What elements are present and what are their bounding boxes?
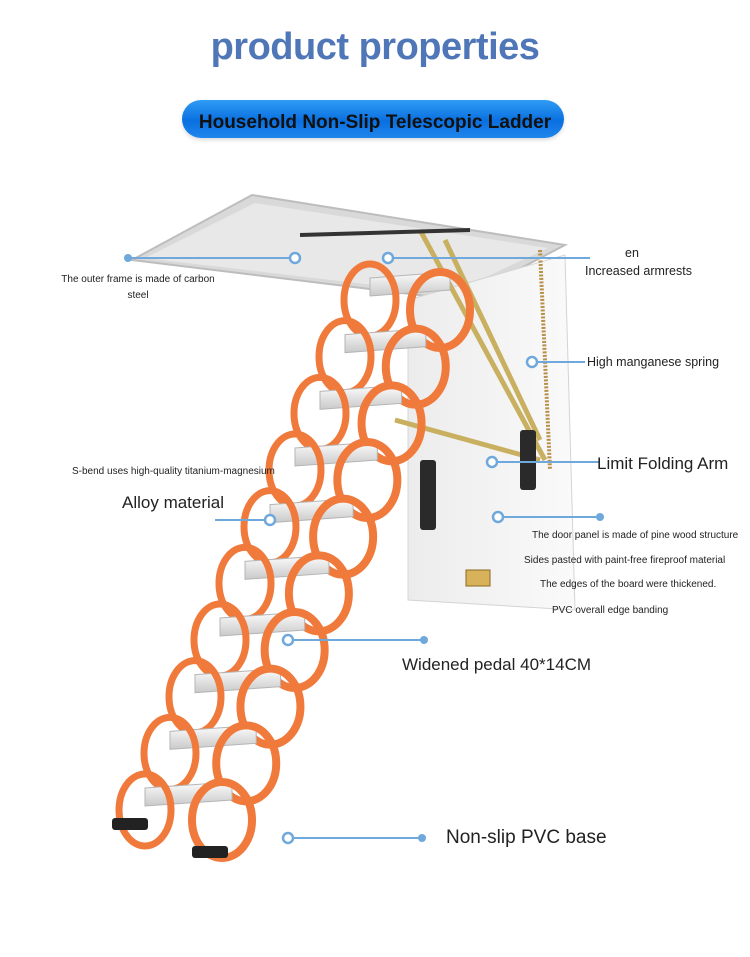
banner-pill bbox=[182, 100, 564, 138]
callout-dot bbox=[281, 633, 295, 647]
callout-dot bbox=[281, 831, 295, 845]
callout-dot bbox=[288, 251, 302, 265]
label-spring: High manganese spring bbox=[587, 355, 720, 369]
callout-dot bbox=[485, 455, 499, 469]
label-armrests: Increased armrests bbox=[585, 264, 692, 278]
label-alloy: Alloy material bbox=[122, 493, 225, 512]
label-edges: The edges of the board were thickened. bbox=[540, 579, 717, 590]
page-title: product properties bbox=[210, 26, 540, 68]
label-pedal: Widened pedal 40*14CM bbox=[402, 655, 592, 674]
label-limit-arm: Limit Folding Arm bbox=[597, 454, 729, 473]
callout-dot bbox=[525, 355, 539, 369]
label-armrest-top: en bbox=[625, 246, 639, 260]
callout-dot bbox=[491, 510, 505, 524]
label-outer-frame: The outer frame is made of carbon steel bbox=[61, 274, 215, 301]
label-sides: Sides pasted with paint-free fireproof m… bbox=[524, 555, 726, 566]
label-base: Non-slip PVC base bbox=[446, 827, 607, 848]
label-s-bend: S-bend uses high-quality titanium-magnes… bbox=[72, 466, 275, 477]
banner-text: Household Non-Slip Telescopic Ladder bbox=[198, 112, 552, 133]
label-pvc-banding: PVC overall edge banding bbox=[552, 605, 669, 616]
foot-left bbox=[112, 818, 148, 830]
callout-dot bbox=[263, 513, 277, 527]
ladder-link bbox=[115, 770, 175, 850]
label-door-panel: The door panel is made of pine wood stru… bbox=[532, 530, 739, 541]
foot-right bbox=[192, 846, 228, 858]
callout-dot bbox=[381, 251, 395, 265]
